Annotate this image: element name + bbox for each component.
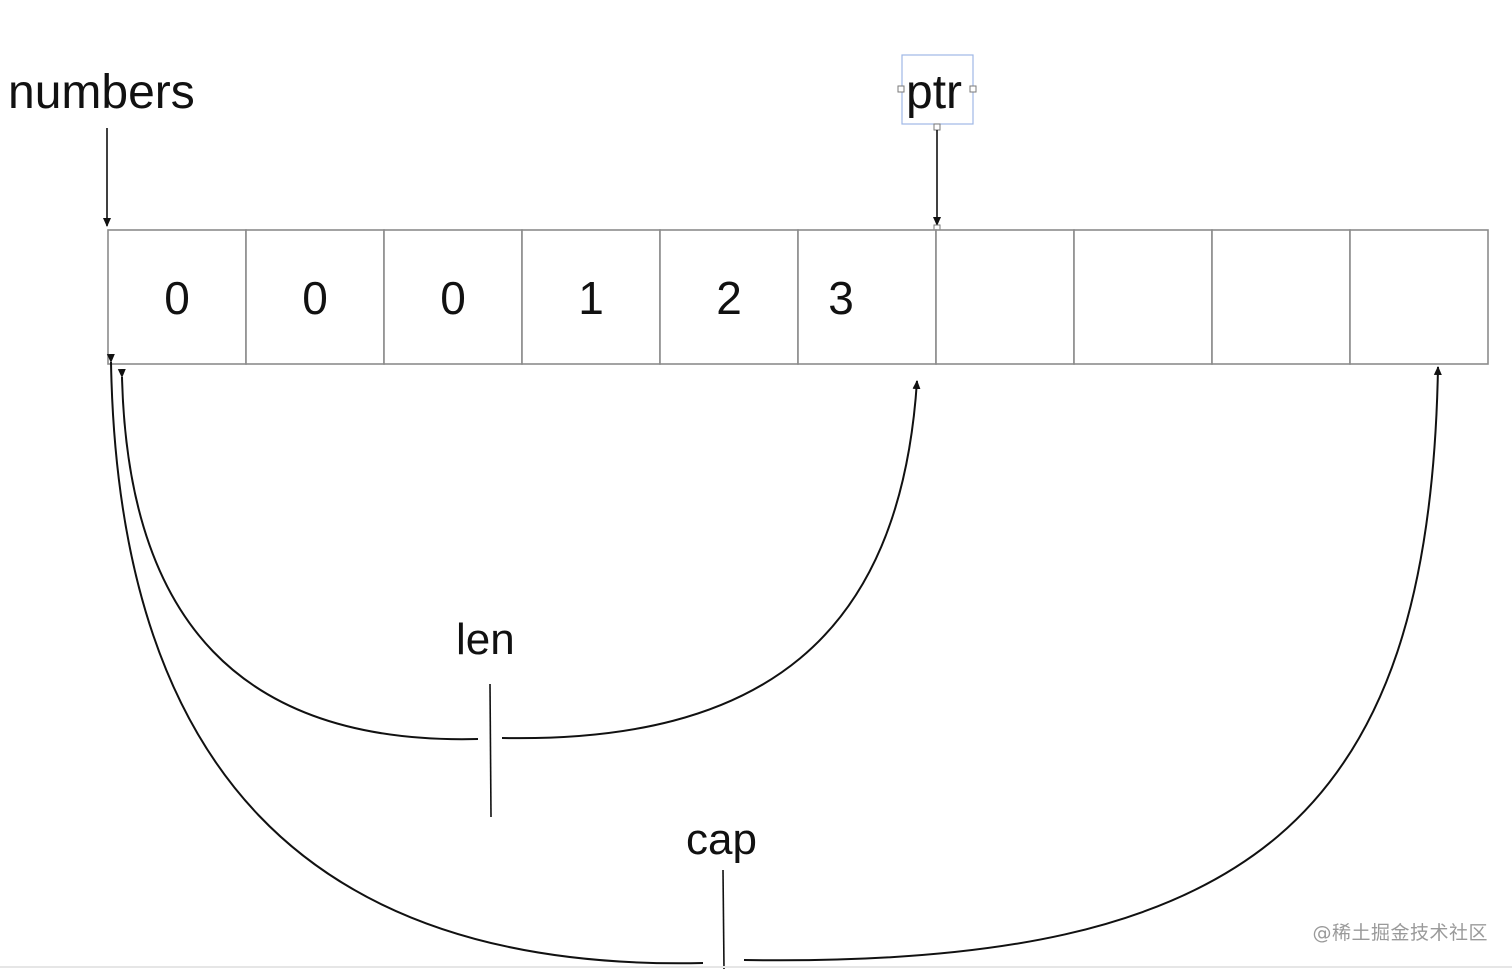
array-cell: [935, 229, 1075, 365]
ptr-selection-handle-left[interactable]: [897, 85, 905, 93]
array-cell-value: 0: [302, 272, 328, 324]
array-cell-value: 1: [578, 272, 604, 324]
numbers-label: numbers: [8, 66, 195, 119]
array-cell-box: [107, 229, 247, 365]
ptr-label: ptr: [906, 66, 962, 119]
array-cell: 0: [383, 229, 523, 365]
array-cell-box: [1211, 229, 1351, 365]
array-cell: 0: [107, 229, 247, 365]
array-cell: 1: [521, 229, 661, 365]
array-cell-box: [659, 229, 799, 365]
array-cell-box: [1073, 229, 1213, 365]
array-cell: [1211, 229, 1351, 365]
cap-bracket-curve: [111, 362, 1438, 965]
backing-array: 0 0 0 1 2 3: [107, 229, 1489, 365]
array-cell-value: 3: [828, 272, 854, 324]
ptr-selection-handle-right[interactable]: [969, 85, 977, 93]
array-cell-box: [383, 229, 523, 365]
array-cell: 0: [245, 229, 385, 365]
cap-bracket-tick: [722, 869, 725, 969]
array-cell-value: 0: [440, 272, 466, 324]
array-cell: 2: [659, 229, 799, 365]
watermark-text: @稀土掘金技术社区: [1312, 922, 1488, 944]
array-cell: [1073, 229, 1213, 365]
array-cell-box: [935, 229, 1075, 365]
array-cell-box: [1349, 229, 1489, 365]
array-cell-value: 2: [716, 272, 742, 324]
ptr-label-box[interactable]: ptr: [897, 54, 977, 125]
array-cell-value: 0: [164, 272, 190, 324]
array-cell: [1349, 229, 1489, 365]
len-label: len: [456, 615, 515, 664]
array-cell-box: [797, 229, 937, 365]
cap-label: cap: [686, 815, 757, 864]
array-cell-box: [521, 229, 661, 365]
ptr-connector-handle-top[interactable]: [933, 123, 941, 131]
len-bracket-curve: [122, 377, 917, 741]
array-cell: 3: [797, 229, 937, 365]
len-bracket-tick: [489, 683, 492, 818]
